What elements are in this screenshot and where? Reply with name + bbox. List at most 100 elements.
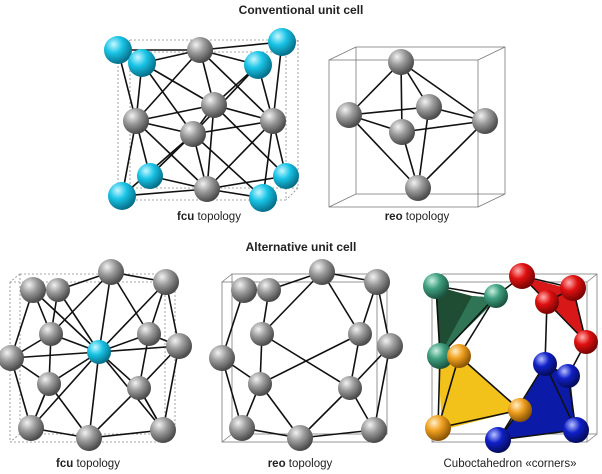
unit-cell-edge bbox=[328, 46, 357, 61]
atom-orange bbox=[508, 398, 532, 422]
bond bbox=[261, 271, 323, 335]
atom-grey bbox=[416, 94, 442, 120]
atom-grey bbox=[187, 37, 213, 63]
atom-grey bbox=[166, 333, 192, 359]
caption-reo-conventional: reo topology bbox=[385, 211, 450, 223]
unit-cell-edge bbox=[328, 193, 357, 208]
unit-cell-edge bbox=[477, 193, 506, 208]
panel-fcu-alternative bbox=[0, 259, 192, 451]
atom-grey bbox=[472, 108, 498, 134]
unit-cell-edge bbox=[9, 433, 21, 443]
bond bbox=[437, 409, 521, 429]
atom-green bbox=[484, 284, 508, 308]
bond bbox=[98, 345, 180, 353]
atom-green bbox=[423, 273, 449, 299]
atom-blue bbox=[533, 352, 557, 376]
caption-fcu-conventional: fcu topology bbox=[177, 211, 241, 223]
atom-cyan bbox=[244, 51, 272, 79]
atom-grey bbox=[248, 372, 272, 396]
atom-grey bbox=[0, 345, 24, 371]
bond bbox=[458, 355, 521, 411]
bond bbox=[88, 351, 100, 439]
atom-red bbox=[574, 330, 598, 354]
atom-grey bbox=[377, 333, 403, 359]
bond bbox=[373, 345, 391, 431]
bond bbox=[98, 281, 167, 353]
bond bbox=[192, 120, 274, 135]
unit-cell-back-face bbox=[231, 273, 388, 435]
bond bbox=[192, 133, 264, 199]
bond bbox=[417, 120, 486, 189]
atom-cyan bbox=[87, 340, 111, 364]
bond bbox=[135, 49, 201, 122]
atom-blue bbox=[563, 417, 589, 443]
atom-green bbox=[427, 343, 453, 369]
heading-conventional: Conventional unit cell bbox=[239, 3, 364, 17]
atom-grey bbox=[336, 102, 362, 128]
bond bbox=[497, 429, 577, 441]
caption-reo-alternative: reo topology bbox=[268, 458, 333, 470]
bond bbox=[213, 104, 287, 177]
bond bbox=[259, 333, 361, 385]
atom-grey bbox=[260, 108, 286, 134]
bond bbox=[121, 188, 208, 197]
panel-fcu-conventional bbox=[104, 28, 299, 212]
atom-grey bbox=[201, 92, 227, 118]
unit-cell-edge bbox=[285, 187, 299, 201]
atom-orange bbox=[447, 344, 471, 368]
orange-tetrahedron-face bbox=[438, 356, 520, 430]
unit-cell-edge bbox=[221, 433, 233, 443]
atom-blue bbox=[485, 427, 511, 453]
bond bbox=[121, 133, 194, 197]
atom-grey bbox=[18, 415, 44, 441]
atom-grey bbox=[209, 345, 235, 371]
atom-grey bbox=[405, 175, 431, 201]
atom-grey bbox=[287, 425, 313, 451]
atom-cyan bbox=[268, 28, 296, 56]
bond bbox=[417, 106, 430, 189]
atom-cyan bbox=[273, 163, 299, 189]
caption-fcu-alternative: fcu topology bbox=[56, 458, 120, 470]
atom-grey bbox=[338, 376, 362, 400]
bond bbox=[400, 61, 486, 122]
atom-grey bbox=[37, 372, 61, 396]
atom-cyan bbox=[104, 36, 132, 64]
atom-grey bbox=[348, 322, 372, 346]
atom-grey bbox=[364, 269, 390, 295]
bond bbox=[162, 345, 180, 431]
bond bbox=[50, 271, 112, 335]
bond bbox=[10, 351, 100, 359]
atom-grey bbox=[229, 415, 255, 441]
unit-cell-edge bbox=[9, 273, 21, 283]
atom-grey bbox=[39, 322, 63, 346]
atom-grey bbox=[231, 277, 257, 303]
bond bbox=[57, 289, 100, 353]
panel-reo-conventional bbox=[328, 46, 506, 208]
atom-cyan bbox=[137, 163, 163, 189]
atom-grey bbox=[309, 259, 335, 285]
atom-cyan bbox=[108, 182, 136, 210]
unit-cell-edge bbox=[586, 273, 598, 283]
bond bbox=[206, 104, 215, 190]
atom-grey bbox=[123, 108, 149, 134]
atom-cyan bbox=[249, 184, 277, 212]
bond bbox=[135, 104, 215, 122]
panel-cuboctahedron-corners bbox=[423, 263, 598, 453]
atom-red bbox=[535, 290, 559, 314]
atom-red bbox=[560, 275, 586, 301]
atom-blue bbox=[556, 364, 580, 388]
atom-grey bbox=[180, 121, 206, 147]
atom-grey bbox=[389, 119, 415, 145]
unit-cell-edge bbox=[221, 273, 233, 283]
atom-grey bbox=[127, 376, 151, 400]
atom-grey bbox=[98, 259, 124, 285]
atom-grey bbox=[76, 425, 102, 451]
atom-red bbox=[509, 263, 535, 289]
bond bbox=[98, 271, 112, 353]
atom-grey bbox=[150, 417, 176, 443]
heading-alternative: Alternative unit cell bbox=[246, 240, 357, 254]
atom-grey bbox=[361, 417, 387, 443]
atom-grey bbox=[20, 277, 46, 303]
bond bbox=[401, 120, 486, 133]
